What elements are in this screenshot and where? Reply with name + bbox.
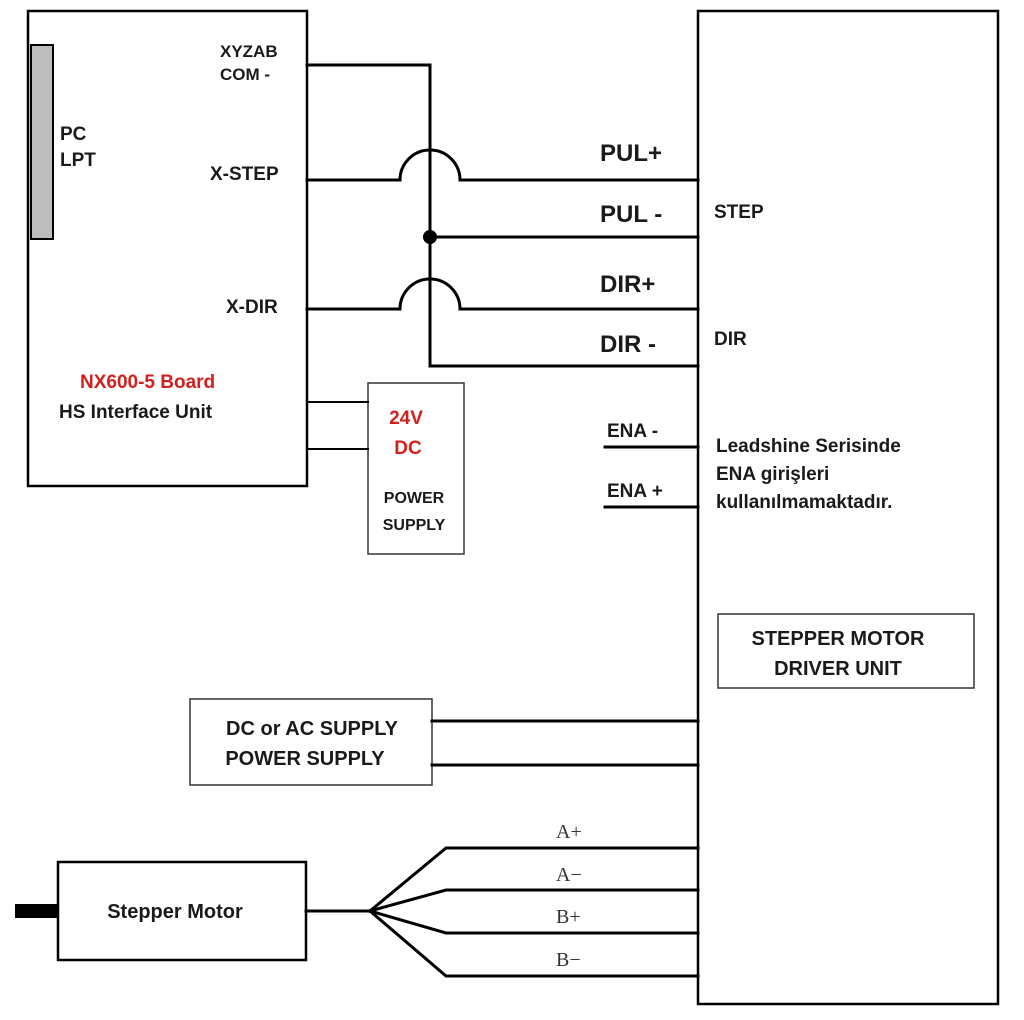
driver-box bbox=[696, 9, 1000, 1006]
phase-a-minus-wire bbox=[368, 888, 700, 913]
step-label: STEP bbox=[714, 202, 764, 223]
driver-title-box bbox=[717, 613, 975, 689]
phase-a-plus-label: A+ bbox=[556, 821, 582, 843]
psu-24v-label-2: SUPPLY bbox=[383, 517, 446, 534]
phase-b-plus-wire bbox=[368, 909, 700, 935]
psu-24v-volt-1: 24V bbox=[389, 408, 423, 429]
ena-plus-label: ENA + bbox=[607, 481, 663, 502]
main-psu-box bbox=[189, 698, 433, 786]
psu-24v-label-1: POWER bbox=[384, 490, 445, 507]
stepper-motor-label: Stepper Motor bbox=[107, 901, 243, 923]
x-step-wire bbox=[305, 148, 700, 182]
dir-label: DIR bbox=[714, 329, 747, 350]
xyzab-com-label-1: XYZAB bbox=[220, 42, 278, 61]
main-psu-label-2: POWER SUPPLY bbox=[225, 748, 385, 770]
ena-minus-label: ENA - bbox=[607, 421, 658, 442]
driver-title-1: STEPPER MOTOR bbox=[752, 628, 926, 650]
interface-unit-label: HS Interface Unit bbox=[59, 402, 213, 423]
pul-minus-label: PUL - bbox=[600, 201, 662, 228]
phase-a-minus-label: A− bbox=[556, 864, 582, 886]
pc-lpt-label-2: LPT bbox=[60, 150, 96, 171]
ena-note-3: kullanılmamaktadır. bbox=[716, 492, 892, 513]
phase-b-plus-label: B+ bbox=[556, 906, 581, 928]
stepper-motor-box bbox=[56, 860, 308, 962]
psu-24v-box bbox=[367, 382, 465, 555]
board-name-label: NX600-5 Board bbox=[80, 372, 215, 393]
lpt-connector bbox=[30, 44, 54, 240]
motor-shaft bbox=[15, 904, 59, 918]
nx600-board-box bbox=[26, 9, 309, 488]
phase-b-minus-wire bbox=[367, 908, 700, 978]
x-step-label: X-STEP bbox=[210, 164, 279, 185]
dir-plus-label: DIR+ bbox=[600, 271, 655, 298]
dir-minus-label: DIR - bbox=[600, 331, 656, 358]
x-dir-wire bbox=[305, 277, 700, 311]
xyzab-com-label-2: COM - bbox=[220, 65, 270, 84]
pul-plus-label: PUL+ bbox=[600, 140, 662, 167]
x-dir-label: X-DIR bbox=[226, 297, 278, 318]
phase-b-minus-label: B− bbox=[556, 949, 581, 971]
com-wire bbox=[305, 63, 700, 368]
ena-note-1: Leadshine Serisinde bbox=[716, 436, 901, 457]
phase-a-plus-wire bbox=[367, 846, 700, 914]
main-psu-label-1: DC or AC SUPPLY bbox=[226, 718, 399, 740]
psu-24v-volt-2: DC bbox=[394, 438, 422, 459]
driver-title-2: DRIVER UNIT bbox=[774, 658, 902, 680]
pc-lpt-label-1: PC bbox=[60, 124, 87, 145]
ena-note-2: ENA girişleri bbox=[716, 464, 829, 485]
